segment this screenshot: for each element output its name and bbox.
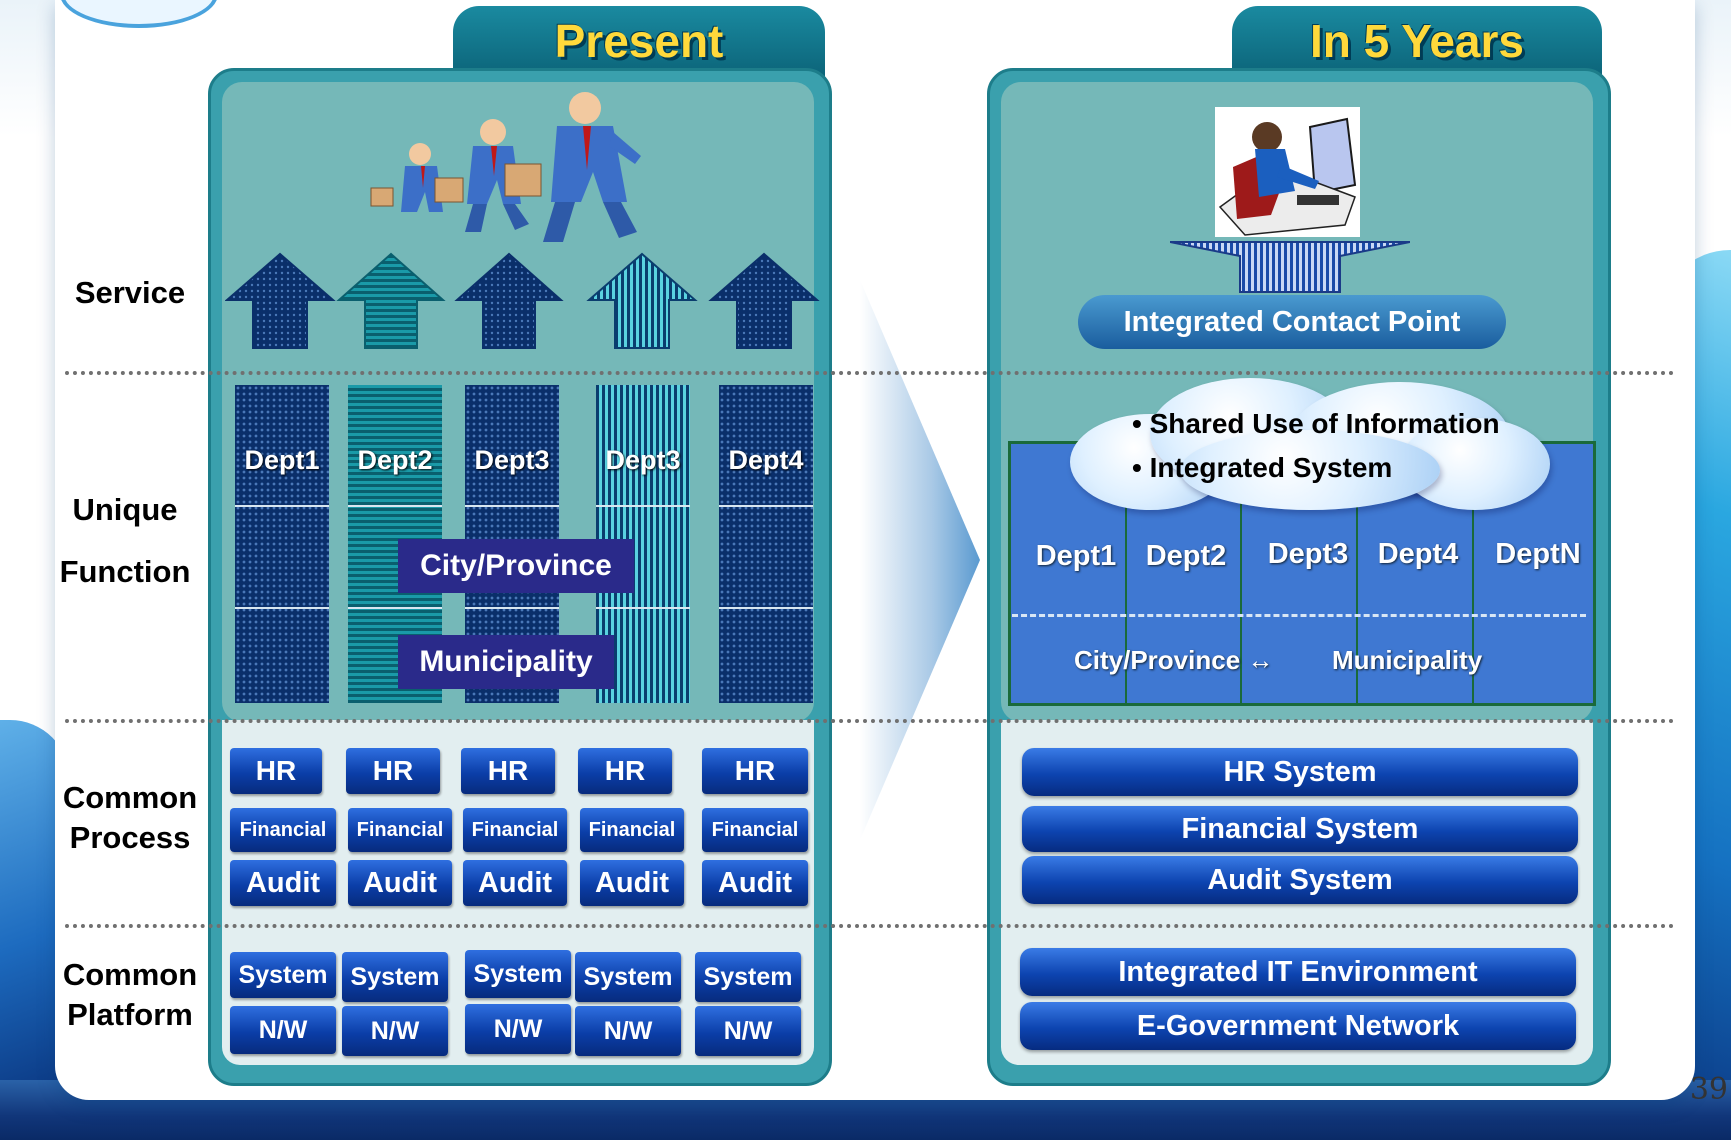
present-col-divider <box>719 505 813 507</box>
present-hr-box: HR <box>461 748 555 794</box>
row-separator <box>65 924 1675 928</box>
present-title: Present <box>554 15 724 67</box>
service-arrow-dept4 <box>708 252 820 349</box>
future-dept-label: Dept2 <box>1145 540 1227 572</box>
row-label-function: Function <box>59 554 191 589</box>
present-dept-label: Dept2 <box>357 445 433 475</box>
present-dept-label: Dept4 <box>728 445 804 475</box>
present-system-box: System <box>575 952 681 1002</box>
present-financial-box: Financial <box>463 808 567 852</box>
present-dept-label: Dept1 <box>244 445 320 475</box>
service-arrow-dept3 <box>454 252 564 349</box>
row-label-common-platform-1: Common <box>62 957 198 992</box>
present-col-divider <box>596 607 690 609</box>
present-audit-box: Audit <box>702 860 808 906</box>
present-audit-box: Audit <box>348 860 452 906</box>
future-dept-label: Dept1 <box>1035 540 1117 572</box>
present-financial-box: Financial <box>348 808 452 852</box>
row-label-common-platform-2: Platform <box>67 997 193 1032</box>
city-province-tag: City/Province <box>398 539 634 593</box>
present-nw-box: N/W <box>575 1006 681 1056</box>
present-dept-label: Dept3 <box>474 445 550 475</box>
future-grid-divider <box>1125 441 1127 703</box>
e-government-network-bar: E-Government Network <box>1020 1002 1576 1050</box>
present-col-divider <box>235 505 329 507</box>
present-nw-box: N/W <box>230 1006 336 1054</box>
service-arrow-dept1 <box>225 252 336 349</box>
audit-system-bar: Audit System <box>1022 856 1578 904</box>
present-nw-box: N/W <box>342 1006 448 1056</box>
future-grid-divider <box>1356 441 1358 703</box>
businessman-medium <box>434 119 529 232</box>
businessman-small <box>370 143 443 212</box>
service-arrow-dept3b <box>586 252 698 349</box>
person-at-computer-illustration <box>1215 107 1360 237</box>
future-dept-label: Dept4 <box>1377 538 1459 570</box>
businessman-large <box>504 92 641 242</box>
present-hr-box: HR <box>702 748 808 794</box>
present-hr-box: HR <box>346 748 440 794</box>
hr-system-bar: HR System <box>1022 748 1578 796</box>
future-grid-divider <box>1472 441 1474 703</box>
present-dept-label: Dept3 <box>605 445 681 475</box>
future-municipality-label: Municipality <box>1332 645 1483 675</box>
present-col-divider <box>465 607 559 609</box>
present-dept-column-1 <box>235 385 329 703</box>
present-nw-box: N/W <box>465 1004 571 1054</box>
row-separator <box>65 371 1675 375</box>
cloud-lobe <box>1180 430 1440 510</box>
walking-businessmen-illustration <box>370 92 641 242</box>
service-arrows <box>225 252 820 349</box>
row-label-unique: Unique <box>72 492 178 527</box>
present-col-divider <box>235 607 329 609</box>
present-nw-box: N/W <box>695 1006 801 1056</box>
present-audit-box: Audit <box>230 860 336 906</box>
cloud-item-shared-use: • Shared Use of Information <box>1132 408 1500 439</box>
present-system-box: System <box>230 952 336 998</box>
row-label-service: Service <box>74 275 186 310</box>
shared-information-cloud: • Shared Use of Information • Integrated… <box>1070 378 1550 510</box>
transition-chevron-arrow <box>860 280 980 840</box>
present-col-divider <box>348 607 442 609</box>
future-city-province-label: City/Province ↔ <box>1074 645 1274 675</box>
row-label-common-process-1: Common <box>62 780 198 815</box>
service-arrow-dept2 <box>336 252 446 349</box>
present-audit-box: Audit <box>463 860 567 906</box>
future-grid-dashed-line <box>1012 614 1586 617</box>
present-financial-box: Financial <box>230 808 336 852</box>
municipality-tag: Municipality <box>398 635 614 689</box>
present-col-divider <box>596 505 690 507</box>
future-title: In 5 Years <box>1310 15 1524 67</box>
present-hr-box: HR <box>230 748 322 794</box>
cloud-item-integrated-system: • Integrated System <box>1132 452 1393 483</box>
double-down-arrow <box>1170 241 1410 293</box>
row-label-common-process-2: Process <box>69 820 191 855</box>
integrated-contact-point: Integrated Contact Point <box>1078 295 1506 349</box>
future-dept-label: Dept3 <box>1267 538 1349 570</box>
present-system-box: System <box>342 952 448 1002</box>
present-financial-box: Financial <box>702 808 808 852</box>
present-dept-column-5 <box>719 385 813 703</box>
present-financial-box: Financial <box>580 808 684 852</box>
present-system-box: System <box>695 952 801 1002</box>
page-number: 39 <box>1689 1072 1728 1107</box>
row-separator <box>65 719 1675 723</box>
present-col-divider <box>465 505 559 507</box>
integrated-it-environment-bar: Integrated IT Environment <box>1020 948 1576 996</box>
present-system-box: System <box>465 950 571 998</box>
financial-system-bar: Financial System <box>1022 806 1578 852</box>
future-grid-divider <box>1240 441 1242 703</box>
present-audit-box: Audit <box>580 860 684 906</box>
present-col-divider <box>348 505 442 507</box>
future-dept-label: DeptN <box>1495 538 1581 570</box>
present-col-divider <box>719 607 813 609</box>
present-hr-box: HR <box>578 748 672 794</box>
